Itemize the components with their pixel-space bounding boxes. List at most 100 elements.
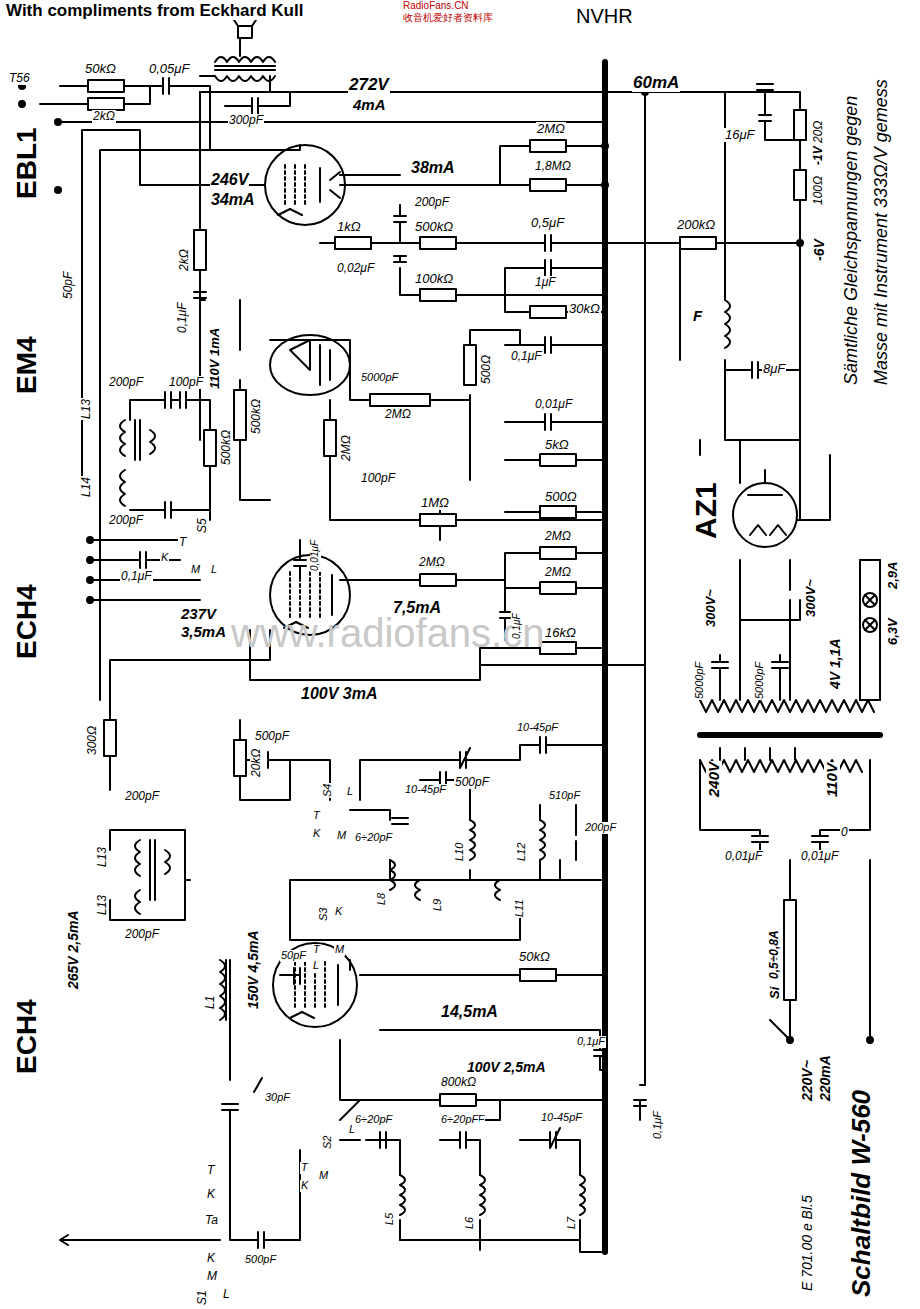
lamp-symbol bbox=[860, 560, 880, 700]
component-value: 272V bbox=[348, 76, 390, 94]
terminal-dot bbox=[867, 1037, 873, 1043]
resistor-symbol bbox=[540, 547, 576, 559]
component-value: S2 bbox=[322, 1135, 334, 1150]
component-value: 0,05μF bbox=[148, 62, 190, 76]
component-value: 38mA bbox=[410, 160, 456, 177]
wire bbox=[350, 780, 576, 880]
component-value: 30pF bbox=[264, 1092, 291, 1104]
tube-name: Schaltbild W-560 bbox=[848, 1089, 875, 1298]
component-value: Sämtliche Gleichspannungen gegen bbox=[842, 95, 861, 386]
component-value: M bbox=[318, 1170, 329, 1182]
wire bbox=[400, 1085, 646, 1240]
inductor-coil bbox=[120, 57, 585, 1215]
component-value: T56 bbox=[8, 72, 31, 85]
component-value: L1 bbox=[204, 995, 217, 1010]
wire bbox=[712, 655, 788, 700]
inductor-coil bbox=[135, 840, 170, 914]
tube-symbol bbox=[285, 165, 305, 205]
mains-transformer bbox=[700, 700, 880, 810]
terminal-dot bbox=[87, 577, 93, 583]
component-value: 0,01μF bbox=[724, 850, 763, 863]
capacitor-symbol bbox=[545, 235, 551, 353]
component-value: S1 bbox=[196, 1289, 209, 1306]
component-value: 500pF bbox=[454, 776, 490, 789]
component-value: 200pF bbox=[124, 790, 160, 803]
wire bbox=[700, 810, 870, 850]
resistor-symbol bbox=[530, 306, 566, 318]
component-value: 100pF bbox=[168, 376, 204, 389]
component-value: Ta bbox=[204, 1214, 219, 1227]
component-value: 300V~ bbox=[804, 578, 818, 618]
wire bbox=[40, 38, 880, 1252]
resistor-symbol bbox=[420, 514, 456, 526]
wire bbox=[270, 330, 520, 480]
component-value: 0,5÷0,8A bbox=[768, 929, 781, 980]
component-value: L bbox=[222, 1288, 231, 1301]
component-value: L13 bbox=[96, 846, 109, 868]
tube-symbol bbox=[748, 470, 786, 535]
terminal-dot bbox=[602, 182, 608, 188]
component-value: 50pF bbox=[62, 271, 75, 300]
component-value: E 701.00 e Bl.5 bbox=[800, 1194, 815, 1292]
wire bbox=[340, 1040, 605, 1120]
wire bbox=[290, 860, 605, 940]
resistor-symbol bbox=[335, 237, 371, 249]
component-value: -6V bbox=[812, 238, 827, 262]
component-value: L5 bbox=[384, 1212, 396, 1226]
component-value: 2MΩ bbox=[340, 434, 353, 462]
component-value: K bbox=[334, 906, 343, 918]
component-value: 5000pF bbox=[754, 661, 766, 700]
component-value: K bbox=[206, 1188, 216, 1201]
capacitor-symbol bbox=[380, 772, 560, 1148]
component-value: 3,5mA bbox=[180, 624, 227, 640]
component-value: 50pF bbox=[280, 950, 307, 962]
component-value: 2,9A bbox=[886, 561, 900, 590]
component-value: Masse mit Instrument 333Ω/V gemess bbox=[872, 78, 891, 386]
component-value: F bbox=[692, 308, 703, 324]
component-value: S5 bbox=[196, 517, 209, 534]
component-value: 110V bbox=[824, 762, 840, 798]
resistor-symbol bbox=[234, 740, 246, 776]
capacitor-symbol bbox=[262, 737, 546, 768]
component-value: 10-45pF bbox=[540, 1112, 583, 1124]
component-value: 5000pF bbox=[694, 661, 706, 700]
component-value: -1V bbox=[812, 145, 825, 166]
wire bbox=[679, 243, 681, 360]
resistor-symbol bbox=[88, 98, 124, 110]
tube-symbol bbox=[290, 340, 330, 385]
component-value: 500pF bbox=[254, 730, 290, 743]
tube-name: EM4 bbox=[12, 335, 41, 395]
component-value: M bbox=[334, 944, 345, 956]
inductor-coil bbox=[400, 1175, 585, 1215]
component-value: L6 bbox=[464, 1216, 476, 1230]
capacitor-symbol bbox=[163, 78, 406, 262]
wire bbox=[320, 242, 800, 244]
component-value: 1MΩ bbox=[420, 496, 450, 510]
component-value: 0,1μF bbox=[512, 613, 523, 641]
wire bbox=[110, 830, 190, 920]
component-value: 6÷20pF bbox=[354, 1114, 393, 1126]
component-value: M bbox=[336, 830, 347, 842]
resistor-symbol bbox=[540, 642, 576, 654]
tube-name: ECH4 bbox=[12, 583, 41, 660]
component-value: K bbox=[206, 1252, 216, 1265]
component-value: 50kΩ bbox=[518, 950, 551, 964]
tube-symbol bbox=[290, 965, 338, 1018]
component-value: S3 bbox=[318, 907, 330, 922]
resistor-symbol bbox=[324, 420, 336, 456]
wire bbox=[300, 1140, 605, 1252]
component-value: 20kΩ bbox=[250, 748, 263, 778]
resistor-symbol bbox=[464, 345, 476, 385]
component-value: 246V bbox=[210, 172, 249, 189]
component-value: 1kΩ bbox=[336, 220, 362, 234]
component-value: 30kΩ bbox=[568, 302, 601, 316]
component-value: 510pF bbox=[548, 790, 581, 802]
component-value: 265V 2,5mA bbox=[66, 909, 81, 990]
terminal-dot bbox=[19, 101, 25, 107]
wire bbox=[740, 560, 880, 700]
component-value: 5000pF bbox=[360, 372, 399, 384]
resistor-symbol bbox=[520, 969, 556, 981]
component-value: 300V~ bbox=[704, 588, 718, 628]
capacitor-symbol bbox=[340, 818, 408, 1120]
component-value: 4V 1,1A bbox=[828, 637, 843, 690]
